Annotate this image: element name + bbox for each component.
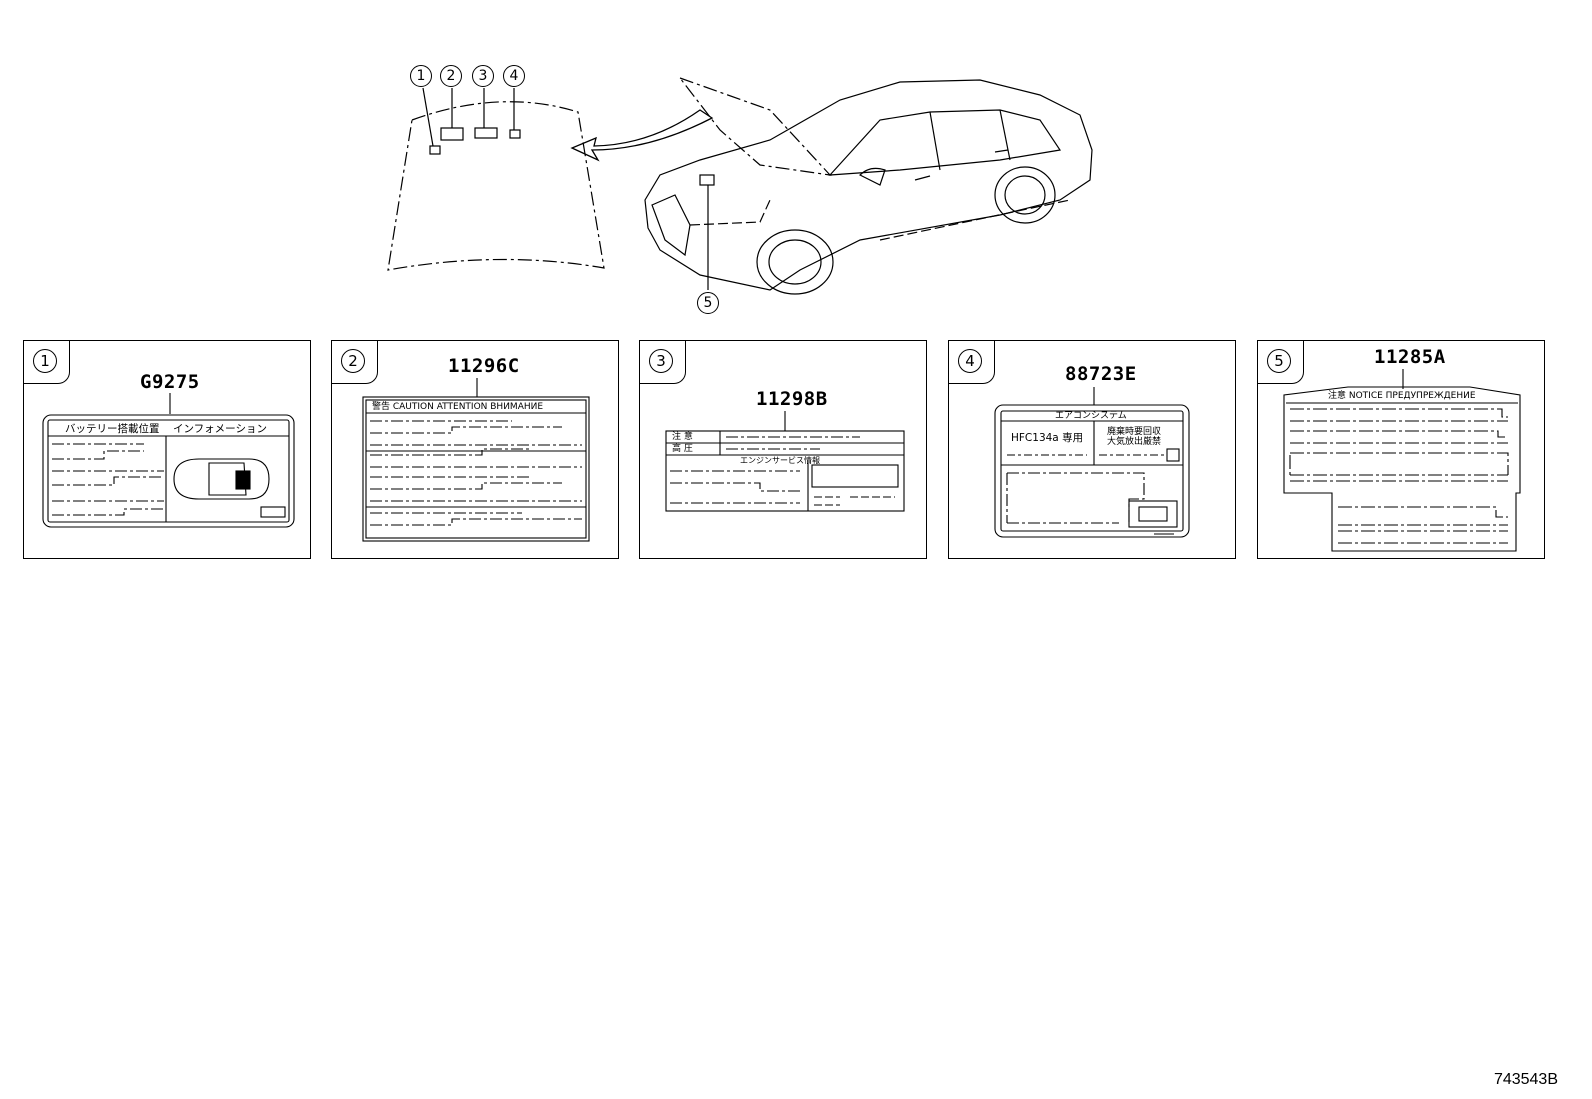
car-raised-hood [678,76,832,176]
label-drawing-5 [1283,369,1521,552]
panel-tab-3: 3 [640,341,686,384]
label-drawing-2 [362,378,590,542]
label-text-4b: HFC134a 専用 [1011,432,1084,444]
hood-outline [387,101,605,271]
car-body [644,79,1093,291]
part-number-5: 11285A [1374,346,1446,368]
hood-label-1 [429,145,441,155]
arrow [570,109,714,162]
label-text-3c: エンジンサービス情報 [740,456,820,465]
label-text-4a: エアコンシステム [1055,411,1127,421]
label-text-2: 警告 CAUTION ATTENTION ВНИМАНИЕ [372,402,544,412]
label-panel-5[interactable]: 5 11285A 注意 NOTICE ПРЕДУПРЕЖДЕНИЕ [1257,340,1545,559]
label-text-4d: 大気放出厳禁 [1107,437,1162,447]
panel-tab-5: 5 [1258,341,1304,384]
hood-label-2 [440,127,464,141]
overview-callout-2: 2 [440,65,462,87]
panel-tab-4: 4 [949,341,995,384]
overview-callout-1: 1 [410,65,432,87]
overview-callout-5: 5 [697,292,719,314]
part-number-3: 11298B [756,388,828,410]
overview-callout-4: 4 [503,65,525,87]
panel-number-3: 3 [649,349,673,373]
label-text-1b: インフォメーション [173,423,267,435]
panel-number-1: 1 [33,349,57,373]
part-number-4: 88723E [1065,363,1137,385]
panel-tab-1: 1 [24,341,70,384]
label-text-1a: バッテリー搭載位置 [65,423,160,435]
label-panel-3[interactable]: 3 11298B 注 意 高 圧 エンジンサービス情報 [639,340,927,559]
label-panel-4[interactable]: 4 88723E エアコンシステム HFC134a 専用 廃棄時要回収 大気放出… [948,340,1236,559]
hood-label-4 [509,129,521,139]
panel-number-5: 5 [1267,349,1291,373]
overview-callout-3: 3 [472,65,494,87]
part-number-2: 11296C [448,355,520,377]
figure-code: 743543B [1493,1071,1558,1088]
hood-label-3 [474,127,498,139]
label-text-3b: 高 圧 [672,444,693,454]
label-drawing-1 [42,393,295,528]
label-panel-2[interactable]: 2 11296C 警告 CAUTION ATTENTION ВНИМАНИЕ [331,340,619,559]
label-text-3a: 注 意 [672,432,693,442]
panel-number-2: 2 [341,349,365,373]
label-text-4c: 廃棄時要回収 [1107,427,1162,437]
panel-number-4: 4 [958,349,982,373]
label-panel-1[interactable]: 1 G9275 バッテリー搭載位置 インフォメーション [23,340,311,559]
label-drawing-3 [665,411,905,512]
panel-tab-2: 2 [332,341,378,384]
part-number-1: G9275 [140,371,200,393]
label-drawing-4 [994,387,1190,538]
overview-illustration [387,76,1093,295]
label-text-5: 注意 NOTICE ПРЕДУПРЕЖДЕНИЕ [1328,391,1476,401]
